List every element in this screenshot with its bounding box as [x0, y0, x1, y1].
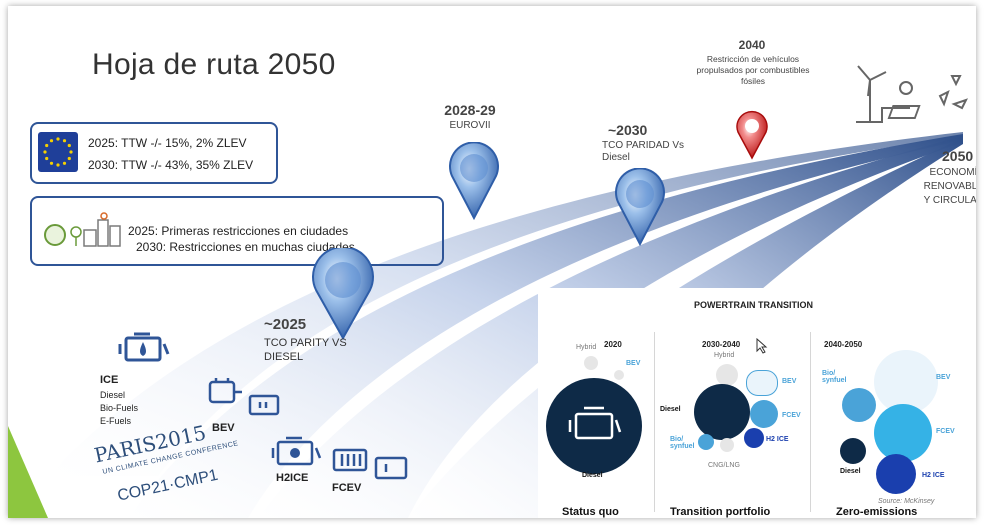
- city-buildings-icon: [70, 212, 121, 247]
- city-restriction-2025: 2025: Primeras restricciones en ciudades: [128, 224, 349, 238]
- col2-hybrid-bubble: [716, 364, 738, 386]
- source-note: Source: McKinsey: [878, 498, 935, 505]
- col1-hybrid-bubble: [584, 356, 598, 370]
- col2-fcev-label: FCEV: [782, 412, 801, 419]
- col3-fcev-label: FCEV: [936, 428, 955, 435]
- eu-flag-icon: [38, 132, 78, 172]
- milestone-2028-label: EUROVII: [449, 120, 491, 131]
- col3-h2ice-label: H2 ICE: [922, 472, 945, 479]
- diesel-engine-icon: [568, 406, 622, 440]
- col1-hybrid-label: Hybrid: [576, 344, 597, 351]
- col3-diesel-bubble: [840, 438, 866, 464]
- milestone-2025-label: TCO PARITY VS DIESEL: [264, 337, 347, 363]
- col3-fcev-bubble: [874, 404, 932, 462]
- col2-biosynfuel-bubble: [698, 434, 714, 450]
- col1-diesel-bubble: [546, 378, 642, 474]
- eu-targets-box: 2025: TTW -/- 15%, 2% ZLEV 2030: TTW -/-…: [30, 122, 278, 184]
- slide: Hoja de ruta 2050 2025: TTW -/- 15%, 2% …: [8, 6, 976, 518]
- milestone-2025-year: ~2025: [264, 316, 307, 333]
- col1-title: Status quo: [562, 506, 619, 518]
- h2ice-title: H2ICE: [276, 472, 309, 484]
- renewable-icons: [856, 65, 968, 123]
- h2ice-engine-icon: [271, 436, 322, 466]
- col3-h2ice-bubble: [876, 454, 916, 494]
- milestone-2030-label: TCO PARIDAD Vs Diesel: [602, 140, 685, 163]
- bev-icon: [208, 378, 280, 416]
- col2-h2ice-label: H2 ICE: [766, 436, 789, 443]
- col2-biosynfuel-label: Bio/ synfuel: [670, 436, 695, 450]
- milestone-pin-2028: [449, 142, 499, 220]
- col2-cng-label: CNG/LNG: [708, 462, 740, 469]
- city-restriction-2030: 2030: Restricciones en muchas ciudades: [136, 240, 355, 254]
- col2-hybrid-label: Hybrid: [714, 352, 735, 359]
- low-emission-zone-icon: [44, 224, 66, 246]
- panel-divider: [810, 332, 811, 512]
- fcev-icon: [332, 448, 408, 480]
- milestone-2050-year: 2050: [942, 148, 974, 164]
- col2-bev-label: BEV: [782, 378, 797, 385]
- page-title: Hoja de ruta 2050: [92, 48, 336, 81]
- milestone-pin-2040: [736, 110, 768, 160]
- ice-fuel-biofuels: Bio-Fuels: [100, 403, 139, 413]
- ice-fuel-diesel: Diesel: [100, 390, 126, 400]
- col2-cng-bubble: [720, 438, 734, 452]
- powertrain-year-2040: 2040-2050: [824, 340, 863, 349]
- col1-bev-bubble: [614, 370, 624, 380]
- col3-diesel-label: Diesel: [840, 468, 861, 475]
- col3-bev-label: BEV: [936, 374, 951, 381]
- milestone-2030-year: ~2030: [608, 122, 648, 138]
- milestone-2040-year: 2040: [738, 38, 766, 52]
- col2-fcev-bubble: [750, 400, 778, 428]
- col1-bev-label: BEV: [626, 360, 641, 367]
- eu-target-2025: 2025: TTW -/- 15%, 2% ZLEV: [88, 136, 247, 150]
- col3-title: Zero-emissions: [836, 506, 918, 518]
- fcev-title: FCEV: [332, 482, 362, 494]
- mouse-cursor-icon: [756, 338, 768, 354]
- milestone-pin-2025: [312, 248, 374, 340]
- panel-divider: [654, 332, 655, 512]
- col3-biosynfuel-label: Bio/ synfuel: [822, 370, 847, 384]
- col2-bev-bubble: [746, 370, 778, 396]
- bev-title: BEV: [212, 422, 235, 434]
- ice-fuel-efuels: E-Fuels: [100, 416, 132, 426]
- powertrain-panel: POWERTRAIN TRANSITION 2020 2030-2040 204…: [538, 288, 958, 518]
- col2-h2ice-bubble: [744, 428, 764, 448]
- col2-diesel-label: Diesel: [660, 406, 681, 413]
- powertrain-year-2030: 2030-2040: [702, 340, 741, 349]
- powertrain-title: POWERTRAIN TRANSITION: [694, 300, 813, 310]
- col2-diesel-bubble: [694, 384, 750, 440]
- city-restrictions-box: 2025: Primeras restricciones en ciudades…: [30, 196, 444, 266]
- milestone-2028-year: 2028-29: [444, 102, 496, 118]
- col2-title: Transition portfolio: [670, 506, 771, 518]
- col3-biosynfuel-bubble: [842, 388, 876, 422]
- eu-target-2030: 2030: TTW -/- 43%, 35% ZLEV: [88, 158, 254, 172]
- milestone-pin-2030: [615, 168, 665, 246]
- ice-engine-icon: [118, 332, 170, 362]
- ice-title: ICE: [100, 374, 119, 386]
- col3-bev-bubble: [874, 350, 938, 414]
- milestone-2040-label: Restricción de vehículos propulsados por…: [696, 54, 810, 86]
- powertrain-year-2020: 2020: [604, 340, 622, 349]
- milestone-2050-label: ECONOMÍA RENOVABLE Y CIRCULAR: [923, 167, 976, 206]
- col1-diesel-label: Diesel: [582, 472, 603, 479]
